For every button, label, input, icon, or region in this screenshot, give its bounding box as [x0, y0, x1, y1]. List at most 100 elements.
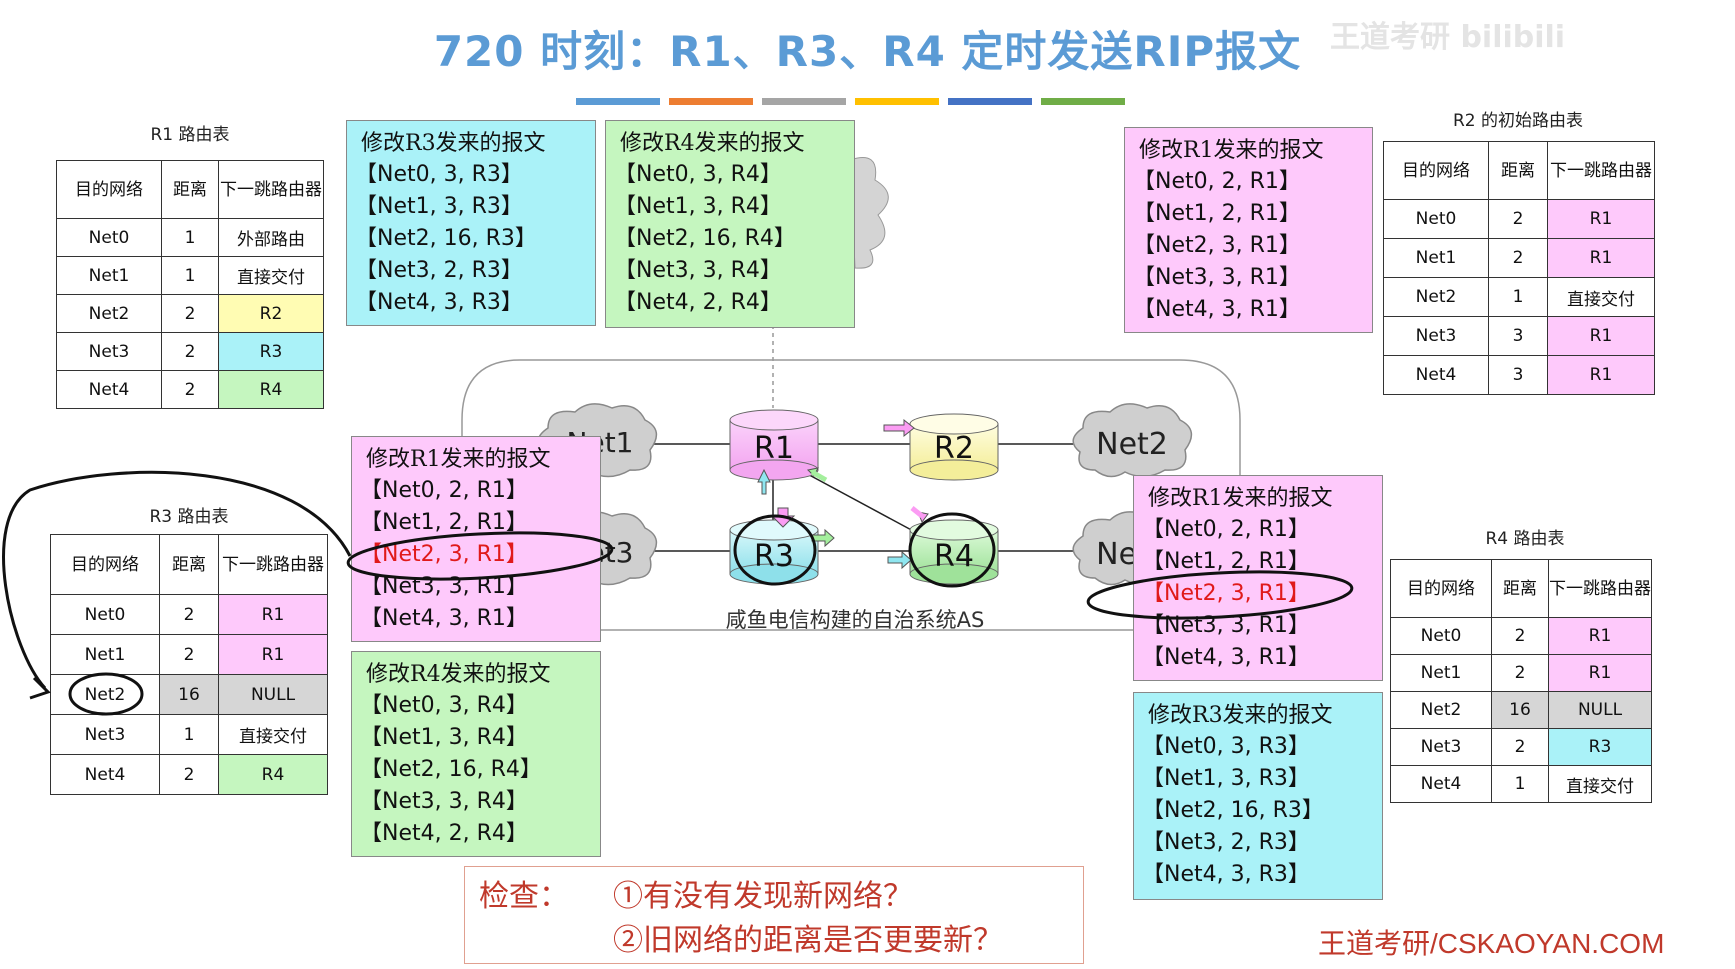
msg-title: 修改R3发来的报文	[1148, 703, 1333, 728]
next-hop-cell: R1	[218, 634, 328, 675]
msg-title: 修改R1发来的报文	[1148, 486, 1333, 511]
color-bar	[669, 98, 753, 105]
dist-cell: 3	[1488, 355, 1548, 395]
msg-line: 【Net0, 3, R4】	[614, 162, 782, 187]
msg-title: 修改R1发来的报文	[366, 447, 551, 472]
dest-cell: Net4	[1383, 355, 1489, 395]
header-dist: 距离	[1488, 141, 1548, 200]
msg-line: 【Net3, 3, R4】	[360, 789, 528, 814]
msg-line: 【Net0, 2, R1】	[360, 478, 528, 503]
msg-line: 【Net1, 3, R4】	[360, 725, 528, 750]
dest-cell: Net0	[1383, 199, 1489, 239]
dist-cell: 2	[159, 754, 219, 795]
dist-cell: 2	[1491, 654, 1549, 692]
msg-top-r3: 修改R3发来的报文 【Net0, 3, R3】 【Net1, 3, R3】 【N…	[346, 120, 596, 326]
msg-line: 【Net3, 2, R3】	[1142, 830, 1310, 855]
header-dest: 目的网络	[1383, 141, 1489, 200]
header-dest: 目的网络	[56, 160, 162, 219]
dest-cell: Net2	[1383, 277, 1489, 317]
msg-line: 【Net4, 2, R4】	[360, 821, 528, 846]
header-dist: 距离	[159, 534, 219, 595]
dest-cell: Net1	[1390, 654, 1492, 692]
dist-cell: 2	[161, 332, 219, 371]
dist-cell: 2	[1491, 728, 1549, 766]
dist-cell: 16	[1491, 691, 1549, 729]
msg-line: 【Net1, 3, R4】	[614, 194, 782, 219]
arrow-r3-to-r4	[887, 550, 912, 570]
router-r2	[909, 413, 999, 481]
next-hop-cell: R1	[1548, 617, 1652, 655]
color-bar	[948, 98, 1032, 105]
dest-cell: Net3	[50, 714, 160, 755]
msg-line: 【Net0, 3, R4】	[360, 693, 528, 718]
msg-line: 【Net1, 2, R1】	[360, 510, 528, 535]
msg-top-r4: 修改R4发来的报文 【Net0, 3, R4】 【Net1, 3, R4】 【N…	[605, 120, 855, 328]
next-hop-cell: 直接交付	[218, 256, 324, 295]
check-label: 检查：	[479, 879, 569, 914]
dest-cell: Net2	[1390, 691, 1492, 729]
next-hop-cell: NULL	[218, 674, 328, 715]
msg-line: 【Net1, 3, R3】	[355, 194, 523, 219]
next-hop-cell: R1	[1547, 199, 1655, 239]
dist-cell: 2	[161, 370, 219, 409]
next-hop-cell: 直接交付	[218, 714, 328, 755]
msg-line: 【Net0, 3, R3】	[355, 162, 523, 187]
header-dest: 目的网络	[1390, 559, 1492, 618]
dist-cell: 1	[161, 256, 219, 295]
color-bar	[762, 98, 846, 105]
r3-table-caption: R3 路由表	[149, 507, 229, 527]
next-hop-cell: R1	[1548, 654, 1652, 692]
router-r1	[729, 409, 819, 481]
dest-cell: Net0	[1390, 617, 1492, 655]
dest-cell: Net4	[1390, 765, 1492, 803]
arrow-r3-to-r1	[757, 468, 771, 495]
router-r3-label: R3	[754, 539, 794, 574]
msg-title: 修改R1发来的报文	[1139, 138, 1324, 163]
dest-cell: Net1	[50, 634, 160, 675]
router-r2-label: R2	[934, 431, 974, 466]
msg-line: 【Net1, 2, R1】	[1142, 549, 1310, 574]
dist-cell: 2	[1488, 238, 1548, 278]
check-question-1: ①有没有发现新网络？	[613, 879, 913, 914]
msg-line: 【Net3, 3, R1】	[360, 574, 528, 599]
r4-table-caption: R4 路由表	[1485, 529, 1565, 549]
dist-cell: 1	[1488, 277, 1548, 317]
msg-line: 【Net4, 2, R4】	[614, 290, 782, 315]
msg-line: 【Net3, 3, R1】	[1133, 265, 1301, 290]
dist-cell: 1	[161, 218, 219, 257]
router-r1-label: R1	[754, 431, 794, 466]
msg-line: 【Net0, 2, R1】	[1133, 169, 1301, 194]
header-next-hop: 下一跳路由器	[218, 160, 324, 219]
dist-cell: 3	[1488, 316, 1548, 356]
r1-table-caption: R1 路由表	[150, 125, 230, 145]
header-dist: 距离	[1491, 559, 1549, 618]
router-r4-label: R4	[934, 539, 974, 574]
next-hop-cell: NULL	[1548, 691, 1652, 729]
page-title: 720 时刻：R1、R3、R4 定时发送RIP报文	[433, 27, 1302, 76]
msg-line: 【Net4, 3, R1】	[1142, 645, 1310, 670]
color-bar	[576, 98, 660, 105]
check-question-2: ②旧网络的距离是否更要新？	[613, 923, 1003, 958]
msg-line-highlight: 【Net2, 3, R1】	[1142, 581, 1310, 606]
next-hop-cell: R3	[1548, 728, 1652, 766]
msg-line: 【Net1, 3, R3】	[1142, 766, 1310, 791]
check-box: 检查： ①有没有发现新网络？ ②旧网络的距离是否更要新？	[464, 866, 1084, 964]
color-bar	[855, 98, 939, 105]
msg-line: 【Net3, 2, R3】	[355, 258, 523, 283]
dest-cell: Net2	[56, 294, 162, 333]
dist-cell: 16	[159, 674, 219, 715]
dist-cell: 2	[159, 634, 219, 675]
as-label: 咸鱼电信构建的自治系统AS	[725, 608, 985, 632]
